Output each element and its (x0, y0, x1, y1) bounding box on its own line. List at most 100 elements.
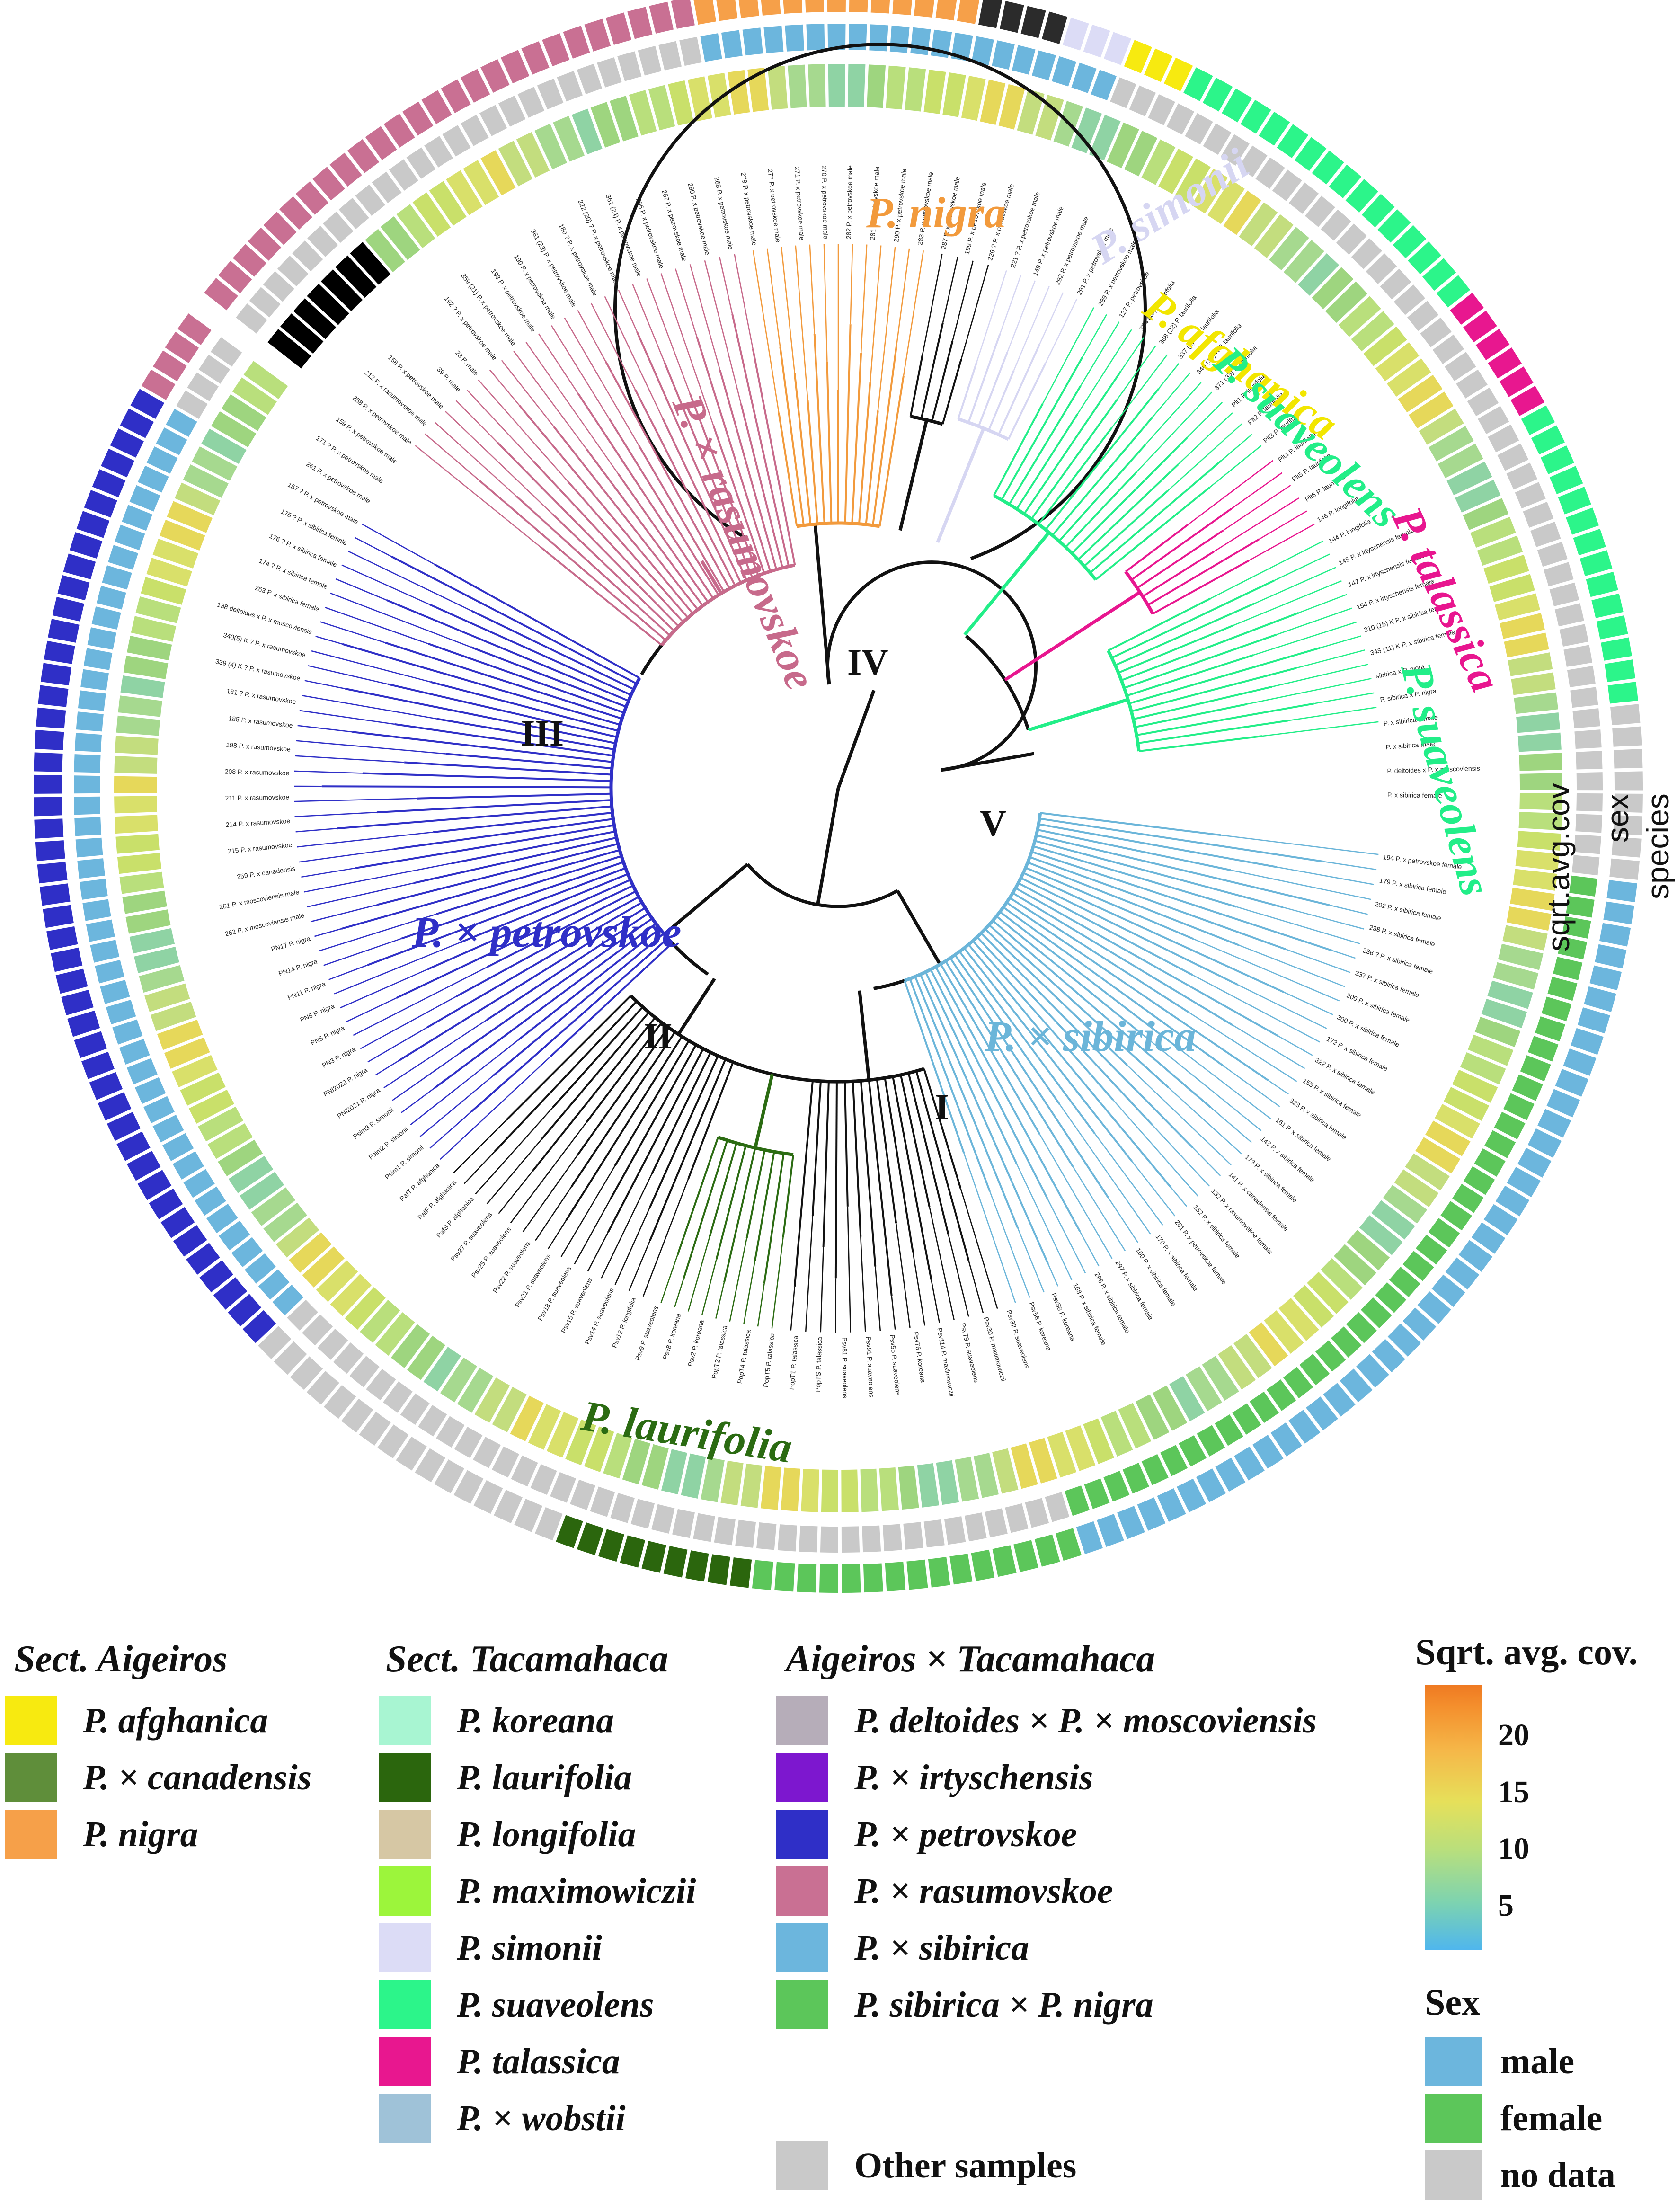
coverage-ring-cell (917, 1463, 939, 1508)
tree-branch (604, 296, 664, 419)
tree-branch (314, 928, 342, 937)
sex-ring-cell (700, 33, 722, 62)
species-ring-cell (1372, 1339, 1405, 1373)
sex-ring-cell (134, 1077, 166, 1104)
leaf-label: Psv12 P. longifolia (610, 1296, 637, 1349)
legend-label: P. nigra (83, 1814, 198, 1854)
tree-branch (601, 1173, 652, 1279)
tree-branch (1322, 861, 1377, 871)
tree-branch (844, 324, 852, 524)
tree-branch (550, 942, 673, 1057)
sex-ring-cell (1494, 1111, 1526, 1139)
coverage-ring-cell (629, 90, 657, 136)
species-ring-cell (1076, 1521, 1103, 1555)
species-ring-cell (70, 532, 103, 559)
species-ring-cell (441, 79, 471, 114)
coverage-ring-cell (1405, 1153, 1450, 1191)
tree-branch (865, 410, 879, 525)
tree-branch (1027, 862, 1240, 946)
leaf-label: 339 (4) K ? P. x rasumovskoe (215, 657, 301, 682)
species-ring-cell (892, 0, 912, 16)
cov-legend-title: Sqrt. avg. cov. (1415, 1631, 1638, 1672)
species-ring-cell (605, 12, 632, 45)
coverage-ring-cell (129, 928, 175, 954)
tree-branch (701, 1259, 717, 1315)
tree-branch (1137, 720, 1288, 744)
species-ring-cell (1387, 1323, 1421, 1357)
sex-ring-cell (985, 1508, 1008, 1537)
leaf-label: Psv79 P. suaveolens (959, 1322, 980, 1383)
clade-label-sibirica: P. × sibirica (984, 1012, 1196, 1060)
tree-branch (903, 250, 924, 376)
tree-branch (968, 1260, 984, 1313)
species-ring-cell (1020, 6, 1046, 38)
tree-branch (348, 551, 472, 612)
sex-ring-cell (106, 999, 136, 1025)
coverage-ring-cell (1467, 1034, 1514, 1066)
sex-ring-cell (1084, 1478, 1110, 1509)
tree-branch (1036, 834, 1330, 906)
leaf-label: Psv14 P. suaveolens (583, 1287, 615, 1345)
tree-branch (1047, 1198, 1086, 1274)
sex-ring-cell (1576, 751, 1603, 770)
species-ring-cell (347, 139, 380, 173)
coverage-ring-cell (1383, 1185, 1428, 1224)
tree-branch (942, 257, 958, 323)
tree-branch (796, 521, 880, 528)
sex-ring-cell (1527, 1036, 1559, 1062)
sex-ring-cell (162, 1133, 194, 1161)
species-ring-cell (290, 1356, 323, 1390)
species-ring-cell (116, 1131, 151, 1161)
tree-branch (907, 1073, 949, 1235)
sex-ring-cell (721, 30, 743, 59)
leaf-label: PN17 P. nigra (270, 934, 311, 953)
tree-branch (541, 1012, 650, 1140)
tree-branch (470, 646, 627, 708)
tree-branch (610, 1044, 697, 1199)
species-ring-cell (1613, 815, 1642, 835)
tree-branch (860, 244, 868, 353)
sex-ring-cell (841, 1526, 860, 1553)
species-ring-cell (218, 260, 252, 293)
species-ring-cell (761, 0, 781, 16)
tree-branch (636, 331, 748, 581)
coverage-ring-cell (1338, 296, 1381, 337)
tree-branch (1023, 371, 1122, 515)
legend-swatch (5, 1810, 57, 1859)
tree-branch (311, 650, 431, 683)
coverage-ring-cell (114, 755, 158, 774)
tree-branch (497, 442, 680, 627)
sex-ring-cell (597, 57, 622, 88)
species-ring-cell (1306, 1396, 1338, 1430)
species-ring-cell (89, 1072, 123, 1100)
species-ring-cell (1600, 637, 1632, 661)
coverage-ring-cell (1500, 613, 1545, 639)
tree-branch (445, 753, 612, 770)
coverage-ring-cell (1293, 1285, 1334, 1328)
tree-branch (731, 314, 790, 567)
sex-ring-cell (90, 940, 120, 963)
legend-swatch (776, 1753, 828, 1802)
tree-branch (936, 427, 985, 543)
cov-tick-label: 10 (1498, 1831, 1529, 1866)
legend-swatch (379, 2037, 431, 2086)
tree-branch (375, 1059, 400, 1076)
species-ring-cell (1458, 1240, 1493, 1272)
sex-ring-cell (763, 26, 784, 53)
sex-ring-cell (1575, 814, 1603, 833)
coverage-ring-cell (1408, 391, 1454, 429)
species-ring-cell (34, 797, 62, 817)
legend-label: P. talassica (457, 2041, 620, 2081)
coverage-ring-cell (936, 1460, 959, 1505)
tree-branch (296, 740, 446, 755)
species-ring-cell (126, 1151, 161, 1181)
coverage-ring-cell (172, 1055, 218, 1088)
sex-ring-cell (210, 337, 242, 367)
tree-branch (1239, 944, 1346, 987)
coverage-ring-cell (1508, 652, 1553, 676)
sex-ring-cell (1351, 238, 1382, 269)
species-ring-cell (707, 1554, 730, 1585)
tree-branch (506, 995, 632, 1121)
tree-branch (455, 400, 498, 443)
tree-branch (1047, 1263, 1059, 1287)
